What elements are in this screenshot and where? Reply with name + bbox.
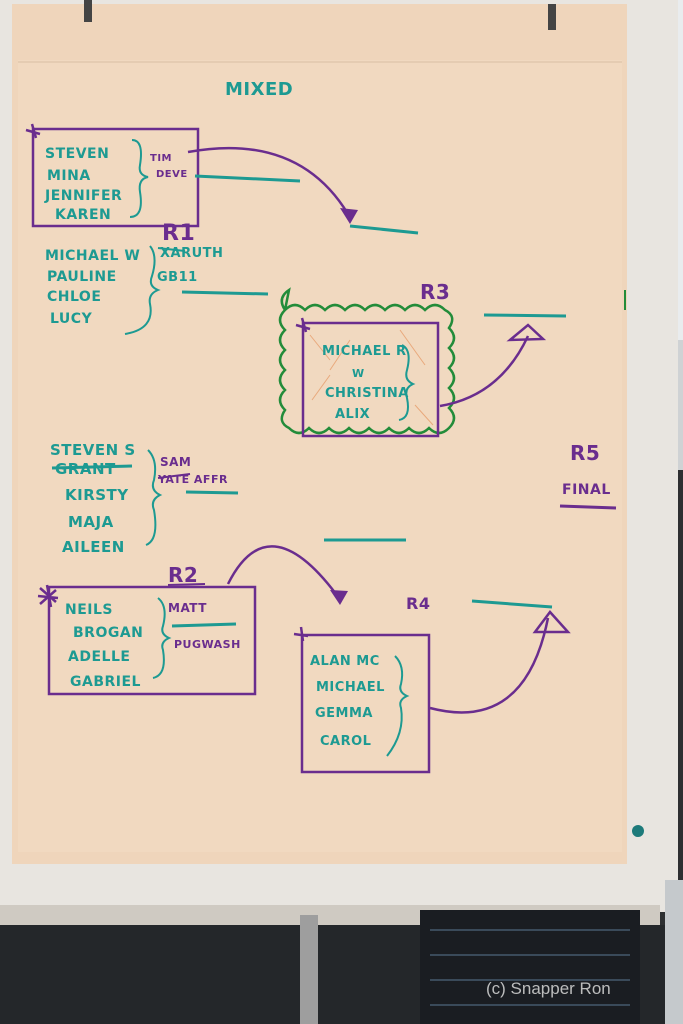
name-kirsty: KIRSTY [65,486,129,504]
round-r2: R2 [168,563,198,587]
name-michael-w: MICHAEL W [45,248,140,264]
name-brogan: BROGAN [73,625,143,641]
name-neils: NEILS [65,602,113,618]
name-christina: CHRISTINA [325,386,409,401]
clip-right [548,4,556,30]
round-r3: R3 [420,280,450,304]
group-third: STEVEN S GRANT KIRSTY MAJA AILEEN SAM YA… [50,441,239,556]
name-karen: KAREN [55,207,111,223]
name-carol: CAROL [320,734,371,749]
final-label: FINAL [562,482,611,498]
crate [420,910,640,1024]
watermark: (c) Snapper Ron [486,979,611,998]
side-yate-affr: YATE AFFR [157,473,228,486]
side-matt: MATT [168,601,207,615]
name-grant: GRANT [55,460,116,478]
round-r5: R5 [570,441,600,465]
name-aileen: AILEEN [62,538,125,556]
name-lucy: LUCY [50,311,93,327]
side-deve: DEVE [156,169,188,180]
name-jennifer: JENNIFER [44,188,122,204]
title-mixed: MIXED [225,79,293,100]
group-top: STEVEN MINA JENNIFER KAREN TIM DEVE [25,123,301,228]
side-sam: SAM [160,455,191,469]
side-tim: TIM [150,153,172,164]
name-chloe: CHLOE [47,289,101,305]
group-r3: R3 MICHAEL R W CHRISTINA ALIX [278,280,456,438]
group-r4: R4 ALAN MC MICHAEL GEMMA CAROL [293,594,431,774]
group-r2: R2 NEILS BROGAN ADELLE GABRIEL MATT PUGW… [37,563,257,696]
final-round: R5 FINAL [559,441,617,510]
name-steven: STEVEN [45,146,109,162]
flipchart-paper [18,60,622,852]
name-maja: MAJA [68,513,114,531]
name-pauline: PAULINE [47,269,117,285]
name-adelle: ADELLE [68,649,130,665]
round-r4: R4 [406,594,430,613]
name-michael: MICHAEL [316,680,385,695]
name-w: W [352,367,365,380]
name-steven-s: STEVEN S [50,441,136,459]
group-r1: R1 MICHAEL W PAULINE CHLOE LUCY XARUTH G… [45,221,269,335]
name-alix: ALIX [335,407,370,422]
name-alan-mc: ALAN MC [310,654,380,669]
clip-left [84,0,92,22]
name-mina: MINA [47,168,91,184]
name-michael-r: MICHAEL R [322,344,406,359]
side-gb11: GB11 [157,270,198,285]
round-r1: R1 [162,221,195,246]
name-gabriel: GABRIEL [70,674,141,690]
name-gemma: GEMMA [315,706,373,721]
side-xaruth: XARUTH [160,246,223,261]
side-pugwash: PUGWASH [174,638,241,651]
